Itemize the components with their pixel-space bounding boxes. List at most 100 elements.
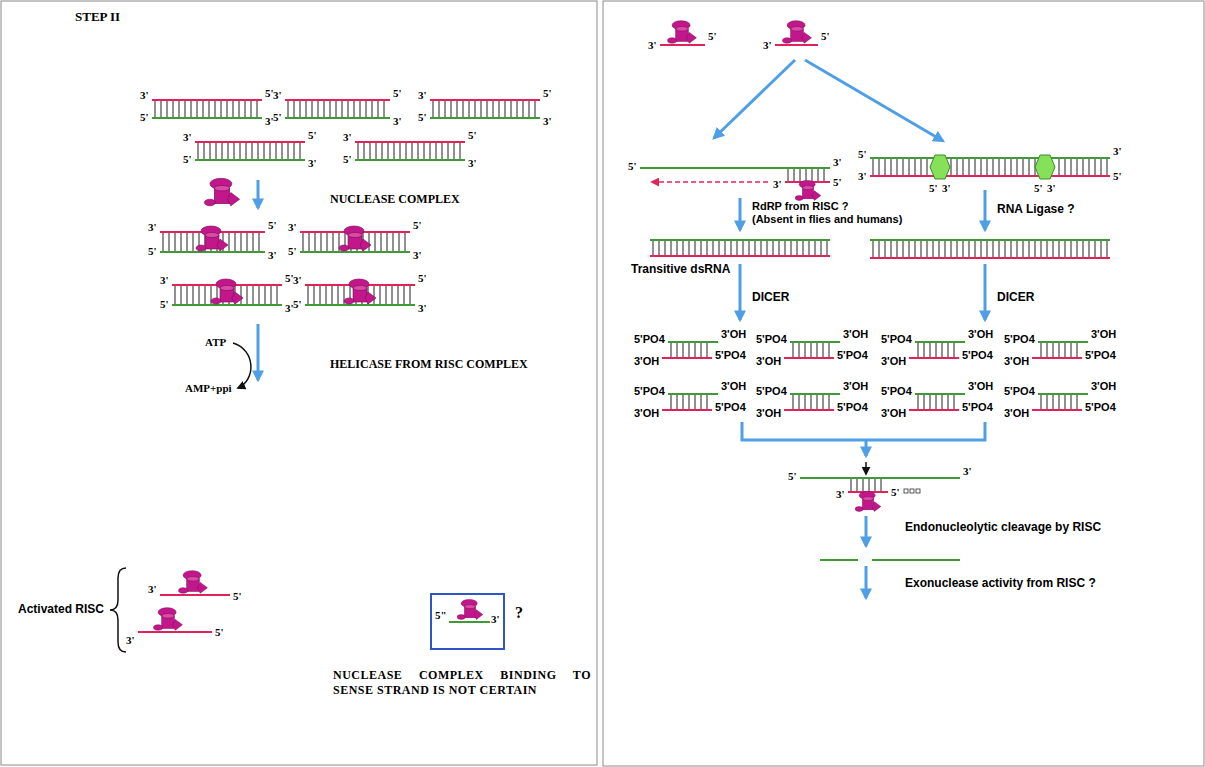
base-pair-rung: [1077, 343, 1078, 357]
strand-end-label: 3': [833, 156, 842, 168]
hydroxyl-end-label: 3'OH: [968, 328, 993, 340]
base-pair-rung: [791, 241, 792, 255]
flow-arrow: [257, 180, 260, 208]
strand-end-label: 5': [858, 148, 867, 160]
base-pair-rung: [799, 343, 800, 357]
complex-diamond: [217, 239, 228, 251]
enzyme-label: RNA Ligase ?: [997, 202, 1075, 216]
base-pair-rung: [794, 169, 795, 181]
base-pair-rung: [1059, 395, 1060, 409]
base-pair-rung: [173, 101, 174, 117]
base-pair-rung: [1101, 241, 1102, 257]
strand-end-label: 5': [628, 160, 637, 172]
base-pair-rung: [288, 101, 289, 117]
strand-end-label: 5': [393, 87, 402, 99]
base-pair-rung: [987, 159, 988, 175]
risc-complex-icon: [154, 608, 183, 631]
base-pair-rung: [701, 395, 702, 409]
base-pair-rung: [811, 343, 812, 357]
sirna-antisense-strand: [784, 409, 834, 411]
sirna-antisense-strand: [909, 357, 959, 359]
hydroxyl-end-label: 3'OH: [721, 380, 746, 392]
complex-diamond: [872, 502, 881, 512]
base-pair-rung: [378, 101, 379, 117]
risc-complex-icon: [211, 279, 243, 304]
complex-cylinder-top: [676, 27, 689, 32]
base-pair-rung: [233, 101, 234, 117]
base-pair-rung: [1077, 159, 1078, 175]
complex-cylinder-top: [862, 497, 873, 501]
base-pair-rung: [707, 343, 708, 357]
base-pair-rung: [707, 241, 708, 255]
base-pair-rung: [517, 101, 518, 117]
base-pair-rung: [821, 241, 822, 255]
antisense-strand: [152, 99, 262, 101]
base-pair-rung: [364, 143, 365, 159]
base-pair-rung: [239, 101, 240, 117]
flow-arrow: [984, 190, 987, 230]
base-pair-rung: [333, 233, 334, 251]
guide-segment: [1047, 175, 1110, 177]
base-pair-rung: [393, 233, 394, 251]
complex-diamond: [360, 239, 371, 251]
strand-end-label: 3': [343, 131, 352, 143]
base-pair-rung: [259, 286, 260, 304]
base-pair-rung: [1017, 159, 1018, 175]
complex-cylinder-top: [162, 614, 175, 619]
strand-end-label: 5': [418, 111, 427, 123]
strand-end-label: 3': [265, 115, 274, 127]
enzyme-label: DICER: [752, 290, 789, 304]
strand-end-label: 3': [858, 170, 867, 182]
hydroxyl-end-label: 3'OH: [756, 407, 781, 419]
base-pair-rung: [683, 395, 684, 409]
strand-end-label: 3': [836, 488, 845, 500]
base-pair-rung: [1047, 343, 1048, 357]
base-pair-rung: [755, 241, 756, 255]
base-pair-rung: [1053, 343, 1054, 357]
base-pair-rung: [1059, 159, 1060, 175]
base-pair-rung: [321, 233, 322, 251]
strand-end-label: 5': [288, 245, 297, 257]
base-pair-rung: [228, 143, 229, 159]
base-pair-rung: [306, 101, 307, 117]
base-pair-rung: [318, 101, 319, 117]
base-pair-rung: [436, 143, 437, 159]
base-pair-rung: [689, 241, 690, 255]
base-pair-rung: [493, 101, 494, 117]
strand-end-label: 5': [268, 219, 277, 231]
strand-end-label: 3': [183, 131, 192, 143]
synthesis-arrow: [652, 181, 768, 183]
complex-diamond: [687, 32, 697, 43]
flow-arrow: [984, 264, 987, 320]
base-pair-rung: [1101, 159, 1102, 175]
strand-end-label: 5': [148, 245, 157, 257]
risc-complex-icon: [668, 21, 697, 44]
target-mrna: [800, 477, 960, 479]
base-pair-rung: [1041, 343, 1042, 357]
process-label: Exonuclease activity from RISC ?: [905, 576, 1096, 590]
target-mrna: [640, 167, 830, 169]
base-pair-rung: [277, 286, 278, 304]
sense-strand: [152, 117, 262, 119]
base-pair-rung: [392, 286, 393, 304]
complex-diamond: [232, 292, 243, 304]
base-pair-rung: [424, 143, 425, 159]
base-pair-rung: [210, 143, 211, 159]
base-pair-rung: [927, 241, 928, 257]
cofactor-label: ATP: [205, 336, 226, 348]
base-pair-rung: [1041, 395, 1042, 409]
base-pair-rung: [499, 101, 500, 117]
base-pair-rung: [701, 343, 702, 357]
base-pair-rung: [264, 143, 265, 159]
base-pair-rung: [1107, 241, 1108, 257]
base-pair-rung: [380, 286, 381, 304]
base-pair-rung: [851, 479, 852, 491]
base-pair-rung: [969, 241, 970, 257]
base-pair-rung: [412, 143, 413, 159]
flow-arrow: [257, 324, 260, 380]
hydroxyl-end-label: 3'OH: [1004, 407, 1029, 419]
strand-end-label: 5': [343, 153, 352, 165]
base-pair-rung: [879, 241, 880, 257]
base-pair-rung: [375, 233, 376, 251]
